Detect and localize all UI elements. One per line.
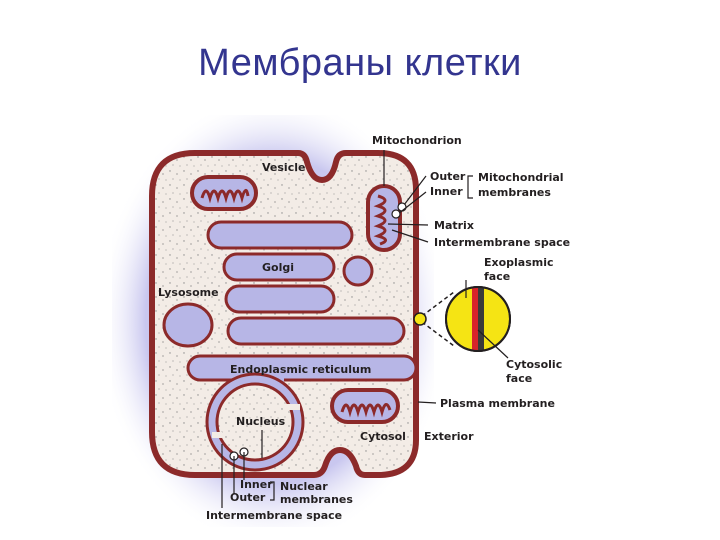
leader-lines: [221, 150, 509, 508]
mitochondrion-top-left: [190, 175, 258, 211]
label-exoplasmic-face: face: [484, 270, 510, 283]
label-membranes-mito: membranes: [478, 186, 551, 199]
label-cytosol: Cytosol: [360, 430, 406, 443]
label-outer-nuclear: Outer: [230, 491, 266, 504]
nucleus: [205, 372, 305, 472]
label-plasma-membrane: Plasma membrane: [440, 397, 555, 410]
mitochondrion-bottom-right: [330, 388, 400, 424]
label-endoplasmic-reticulum: Endoplasmic reticulum: [230, 363, 371, 376]
golgi-cistern: [222, 252, 336, 282]
label-exterior: Exterior: [424, 430, 474, 443]
label-inner: Inner: [430, 185, 463, 198]
er-cistern-middle: [226, 316, 406, 346]
bilayer-zoom: [413, 286, 511, 352]
label-exoplasmic: Exoplasmic: [484, 256, 554, 269]
label-mitochondrion: Mitochondrion: [372, 134, 462, 147]
label-outer: Outer: [430, 170, 466, 183]
label-intermembrane-top: Intermembrane space: [434, 236, 570, 249]
label-cytosolic: Cytosolic: [506, 358, 562, 371]
golgi-cistern-lower: [224, 284, 336, 314]
label-intermembrane-bottom: Intermembrane space: [206, 509, 342, 522]
label-inner-nuclear: Inner: [240, 478, 273, 491]
label-golgi: Golgi: [262, 261, 294, 274]
vesicle-small: [342, 255, 374, 287]
page-title: Мембраны клетки: [198, 42, 522, 84]
label-mitochondrial: Mitochondrial: [478, 171, 564, 184]
label-nuclear: Nuclear: [280, 480, 328, 493]
label-cytosolic-face: face: [506, 372, 532, 385]
label-membranes-nuclear: membranes: [280, 493, 353, 506]
label-nucleus: Nucleus: [236, 415, 286, 428]
label-lysosome: Lysosome: [158, 286, 219, 299]
label-matrix: Matrix: [434, 219, 474, 232]
label-vesicle: Vesicle: [262, 161, 305, 174]
lysosome: [162, 302, 214, 348]
er-cistern-top: [206, 220, 354, 250]
